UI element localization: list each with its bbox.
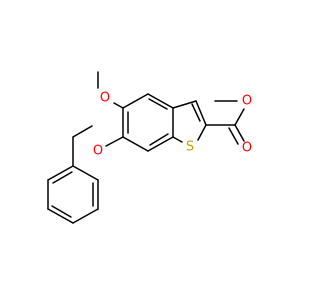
sulfur-atom: S bbox=[186, 140, 194, 155]
double-bond-inner bbox=[149, 133, 169, 146]
oxygen-atom-ester: O bbox=[242, 94, 252, 109]
double-bond-inner bbox=[148, 98, 168, 110]
thiophene-ring bbox=[172, 100, 207, 143]
bond bbox=[72, 125, 93, 138]
bond bbox=[72, 165, 99, 181]
bond bbox=[105, 136, 124, 147]
bond bbox=[172, 100, 197, 109]
double-bond-inner bbox=[52, 171, 73, 184]
bond bbox=[195, 100, 207, 126]
oxygen-atom-methoxy: O bbox=[100, 91, 110, 106]
bond bbox=[234, 124, 245, 142]
bond bbox=[47, 165, 74, 181]
benzene-ring bbox=[122, 93, 174, 152]
bond bbox=[113, 102, 124, 109]
oxygen-atom-carbonyl: O bbox=[242, 141, 252, 156]
bond bbox=[234, 108, 245, 126]
bond bbox=[122, 136, 149, 152]
bond bbox=[197, 124, 207, 141]
bond bbox=[172, 136, 183, 143]
double-bond-inner bbox=[191, 103, 201, 122]
structure-canvas: O O S O O bbox=[47, 71, 252, 224]
bond bbox=[147, 93, 174, 109]
bond bbox=[122, 93, 149, 109]
bond bbox=[47, 208, 74, 224]
bond bbox=[147, 136, 174, 152]
molecule-structure: O O S O O bbox=[47, 71, 252, 224]
bond bbox=[228, 127, 239, 145]
bond bbox=[72, 208, 99, 224]
oxygen-atom-benzyloxy: O bbox=[93, 144, 103, 159]
double-bond-inner bbox=[51, 205, 72, 218]
phenyl-ring bbox=[47, 165, 99, 224]
